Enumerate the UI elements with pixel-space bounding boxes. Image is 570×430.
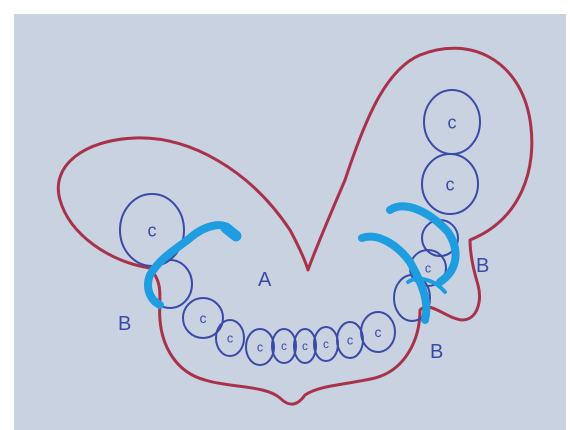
tooth-label-lower-5: c bbox=[302, 339, 308, 353]
tooth-label-lower-3: c bbox=[257, 340, 263, 354]
tooth-label-lower-2: c bbox=[227, 331, 233, 345]
tooth-label-lower-8: c bbox=[375, 324, 382, 340]
label-b-right-upper: B bbox=[476, 255, 489, 277]
tooth-label-left-molar: c bbox=[148, 220, 157, 240]
label-a: A bbox=[258, 269, 272, 291]
tooth-label-lower-1: c bbox=[200, 310, 207, 326]
figure-background bbox=[14, 14, 566, 430]
label-b-right-lower: B bbox=[430, 341, 443, 363]
label-b-left: B bbox=[118, 313, 131, 335]
tooth-label-right-premolar-mid: c bbox=[425, 261, 431, 275]
tooth-label-lower-7: c bbox=[347, 333, 353, 347]
tooth-label-right-molar-1: c bbox=[446, 174, 455, 194]
clasp-left-tip bbox=[226, 228, 236, 236]
tooth-label-right-molar-2: c bbox=[448, 112, 457, 132]
tooth-label-lower-6: c bbox=[323, 337, 329, 351]
tooth-label-lower-4: c bbox=[281, 339, 287, 353]
